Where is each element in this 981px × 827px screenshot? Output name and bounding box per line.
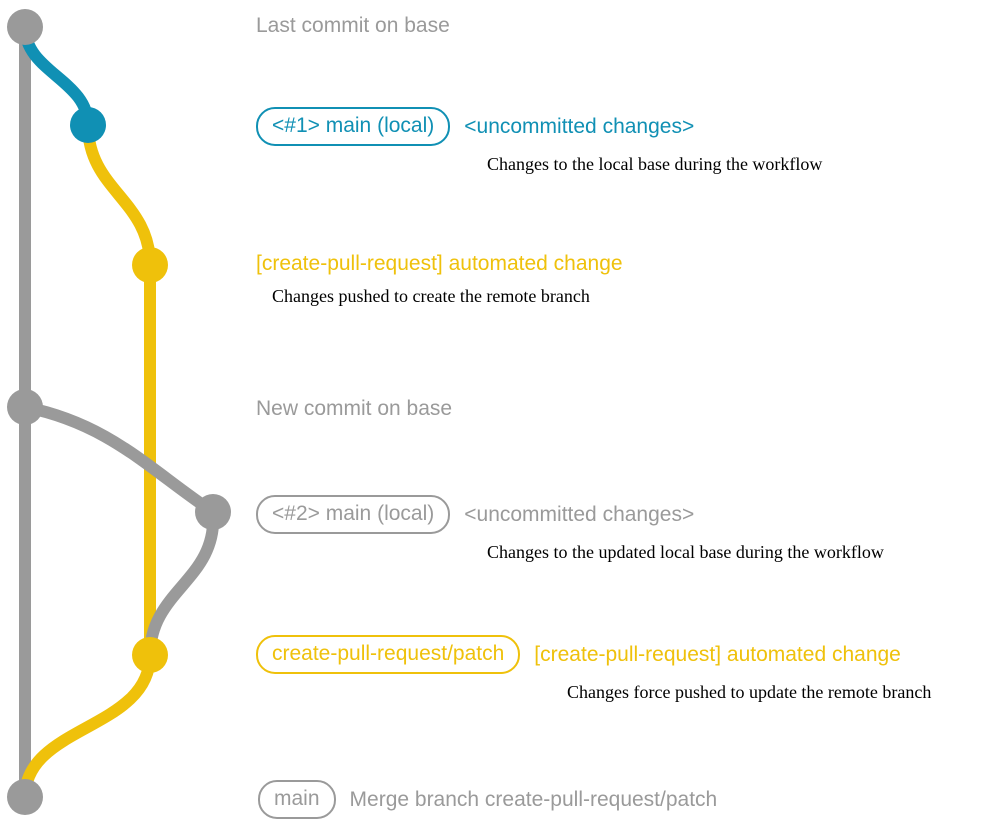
edge-remote-update-to-merge: [19, 649, 156, 803]
commit-description-local-1: Changes to the local base during the wor…: [487, 154, 823, 174]
branch-badge-main[interactable]: main: [258, 780, 336, 819]
commit-subject-local-1: <uncommitted changes>: [464, 114, 695, 138]
row-merge-header: main Merge branch create-pull-request/pa…: [258, 780, 717, 819]
row-local-1: <#1> main (local) <uncommitted changes> …: [256, 107, 822, 175]
branch-badge-create-pull-request-patch[interactable]: create-pull-request/patch: [256, 635, 521, 674]
row-label-new-commit-on-base: New commit on base: [256, 397, 453, 420]
edge-local-1-to-remote-create: [82, 119, 156, 271]
commit-subject-remote-create: [create-pull-request] automated change: [256, 252, 623, 275]
row-local-2: <#2> main (local) <uncommitted changes> …: [256, 495, 884, 563]
row-remote-update-header: create-pull-request/patch [create-pull-r…: [256, 635, 901, 674]
row-local-1-header: <#1> main (local) <uncommitted changes>: [256, 107, 694, 146]
row-remote-create-header: [create-pull-request] automated change: [256, 252, 623, 276]
edge-base-to-local-2: [19, 401, 219, 518]
row-remote-create: [create-pull-request] automated change C…: [256, 252, 623, 307]
branch-badge-main-local-2[interactable]: <#2> main (local): [256, 495, 451, 534]
commit-node-last-commit-on-base[interactable]: [7, 9, 43, 45]
commit-node-remote-update[interactable]: [132, 637, 168, 673]
commit-node-new-commit-on-base[interactable]: [7, 389, 43, 425]
commit-description-local-2: Changes to the updated local base during…: [487, 542, 884, 562]
commit-node-local-1[interactable]: [70, 107, 106, 143]
commit-subject-merge: Merge branch create-pull-request/patch: [349, 787, 718, 811]
commit-node-remote-create[interactable]: [132, 247, 168, 283]
row-label-last-commit-on-base: Last commit on base: [256, 14, 450, 37]
commit-description-remote-update: Changes force pushed to update the remot…: [567, 682, 932, 702]
row-local-2-header: <#2> main (local) <uncommitted changes>: [256, 495, 694, 534]
commit-node-local-2[interactable]: [195, 494, 231, 530]
edge-local-2-to-remote-update: [144, 506, 220, 661]
row-remote-update: create-pull-request/patch [create-pull-r…: [256, 635, 931, 703]
row-merge: main Merge branch create-pull-request/pa…: [258, 780, 717, 819]
commit-description-remote-create: Changes pushed to create the remote bran…: [272, 286, 590, 306]
branch-badge-main-local-1[interactable]: <#1> main (local): [256, 107, 451, 146]
commit-subject-local-2: <uncommitted changes>: [464, 502, 695, 526]
commit-subject-remote-update: [create-pull-request] automated change: [534, 642, 901, 666]
commit-node-merge[interactable]: [7, 779, 43, 815]
